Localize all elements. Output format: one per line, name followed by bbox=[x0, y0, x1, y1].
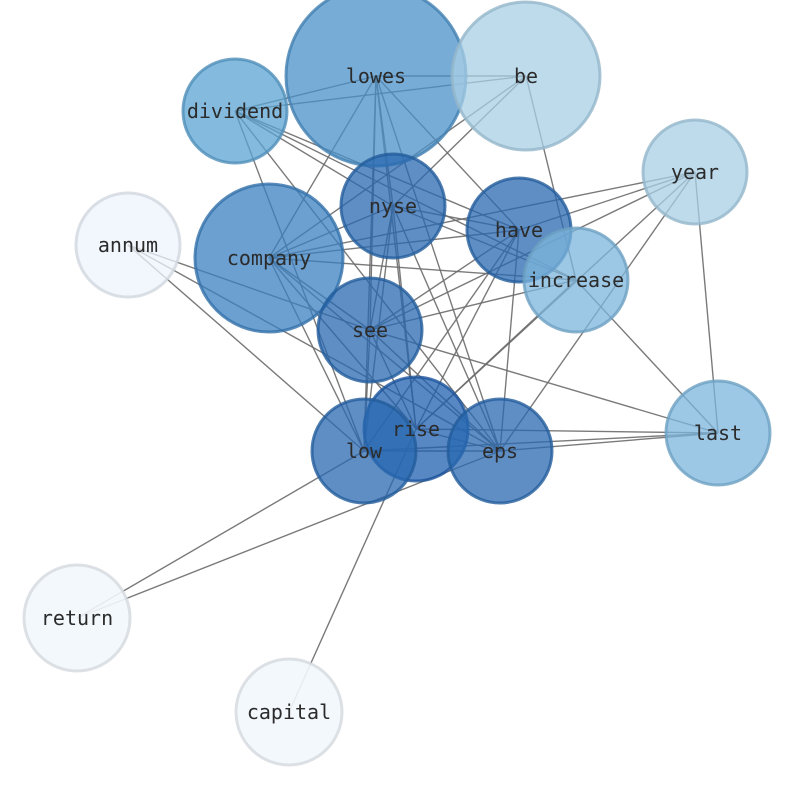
node-company[interactable] bbox=[193, 182, 345, 334]
node-last[interactable] bbox=[664, 379, 772, 487]
node-label-nyse: nyse bbox=[369, 194, 417, 218]
node-label-increase: increase bbox=[528, 268, 624, 292]
node-annum[interactable] bbox=[74, 191, 182, 299]
node-capital[interactable] bbox=[234, 657, 344, 767]
node-low[interactable] bbox=[310, 397, 418, 505]
node-dividend[interactable] bbox=[181, 57, 289, 165]
node-label-company: company bbox=[227, 246, 311, 270]
node-label-be: be bbox=[514, 64, 538, 88]
node-eps[interactable] bbox=[446, 397, 554, 505]
node-label-return: return bbox=[41, 606, 113, 630]
node-label-capital: capital bbox=[247, 700, 331, 724]
edge-low-return bbox=[76, 450, 365, 619]
node-label-have: have bbox=[495, 218, 543, 242]
node-label-last: last bbox=[694, 421, 742, 445]
node-nyse[interactable] bbox=[339, 152, 447, 260]
edge-see-last bbox=[369, 329, 719, 434]
node-label-low: low bbox=[346, 439, 383, 463]
node-label-see: see bbox=[352, 318, 388, 342]
node-return[interactable] bbox=[22, 563, 132, 673]
node-label-lowes: lowes bbox=[346, 64, 406, 88]
label-layer: lowes be dividend year nyse have annum company i… bbox=[41, 64, 742, 724]
node-label-rise: rise bbox=[392, 417, 440, 441]
node-layer bbox=[22, 0, 772, 767]
node-be[interactable] bbox=[450, 0, 602, 152]
node-label-year: year bbox=[671, 160, 719, 184]
node-label-annum: annum bbox=[98, 233, 158, 257]
node-increase[interactable] bbox=[522, 226, 630, 334]
node-year[interactable] bbox=[641, 118, 749, 226]
node-label-dividend: dividend bbox=[187, 99, 283, 123]
node-label-eps: eps bbox=[482, 439, 518, 463]
node-see[interactable] bbox=[316, 276, 424, 384]
